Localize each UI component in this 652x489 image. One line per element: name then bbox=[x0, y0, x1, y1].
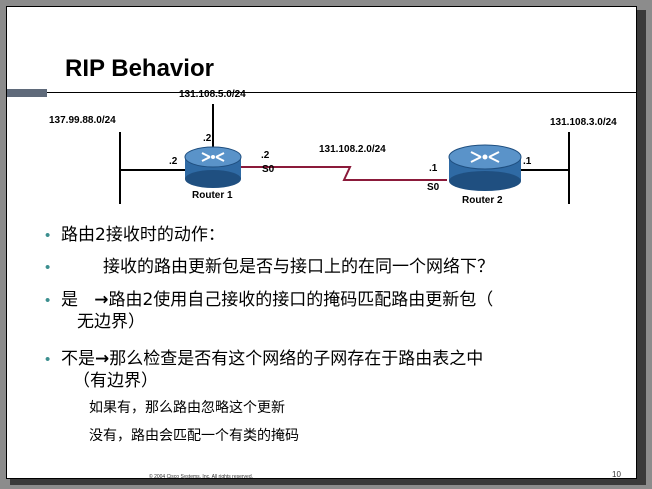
bullet-2: 接收的路由更新包是否与接口上的在同一个网络下？ bbox=[103, 257, 494, 277]
bullet-1: 路由2接收时的动作： bbox=[61, 225, 225, 245]
bullet-4-no: 不是 bbox=[61, 349, 95, 369]
slide-shadow-bottom bbox=[10, 479, 646, 485]
r1-serial-name: S0 bbox=[262, 164, 275, 175]
r2-name: Router 2 bbox=[462, 195, 503, 206]
r1-if-top: .2 bbox=[203, 133, 212, 144]
sub-item-1: 如果有，那么路由忽略这个更新 bbox=[89, 400, 285, 416]
bullet-dot: • bbox=[45, 351, 51, 368]
r2-serial-name: S0 bbox=[427, 182, 440, 193]
bullet-3: 是 →路由2使用自己接收的接口的掩码匹配路由更新包（ bbox=[61, 289, 493, 311]
page-number: 10 bbox=[612, 470, 621, 479]
net-serial-label: 131.108.2.0/24 bbox=[319, 144, 386, 155]
r1-if-left: .2 bbox=[169, 156, 178, 167]
router1-icon bbox=[184, 146, 242, 188]
bullet-3-cont: 无边界） bbox=[77, 312, 145, 332]
slide-shadow-right bbox=[637, 10, 646, 483]
slide-title: RIP Behavior bbox=[65, 55, 214, 82]
r1-if-serial: .2 bbox=[261, 150, 270, 161]
bullet-dot: • bbox=[45, 292, 51, 309]
router2-icon bbox=[448, 144, 522, 191]
r2-if-right: .1 bbox=[523, 156, 532, 167]
bullet-4: 不是→那么检查是否有这个网络的子网存在于路由表之中 bbox=[61, 348, 483, 370]
bullet-4-text: 那么检查是否有这个网络的子网存在于路由表之中 bbox=[109, 349, 484, 369]
r2-if-serial: .1 bbox=[429, 163, 438, 174]
sub-item-2: 没有，路由会匹配一个有类的掩码 bbox=[89, 428, 299, 444]
title-underline bbox=[47, 92, 637, 93]
slide: RIP Behavior bbox=[6, 6, 637, 480]
net-top-label: 131.108.5.0/24 bbox=[179, 89, 246, 100]
copyright-footer: © 2004 Cisco Systems, Inc. All rights re… bbox=[149, 474, 254, 480]
arrow-icon: → bbox=[94, 290, 109, 310]
bullet-3-text: 路由2使用自己接收的接口的掩码匹配路由更新包（ bbox=[108, 290, 494, 310]
bullet-dot: • bbox=[45, 227, 51, 244]
bullet-3-yes: 是 bbox=[61, 290, 95, 310]
serial-link bbox=[239, 166, 447, 181]
title-accent-bar bbox=[7, 89, 47, 97]
bullet-dot: • bbox=[45, 259, 51, 276]
net-left-label: 137.99.88.0/24 bbox=[49, 115, 116, 126]
bullet-4-cont: （有边界） bbox=[73, 371, 158, 391]
arrow-icon: → bbox=[95, 349, 110, 369]
network-diagram bbox=[119, 104, 570, 204]
r1-name: Router 1 bbox=[192, 190, 233, 201]
net-right-label: 131.108.3.0/24 bbox=[550, 117, 617, 128]
